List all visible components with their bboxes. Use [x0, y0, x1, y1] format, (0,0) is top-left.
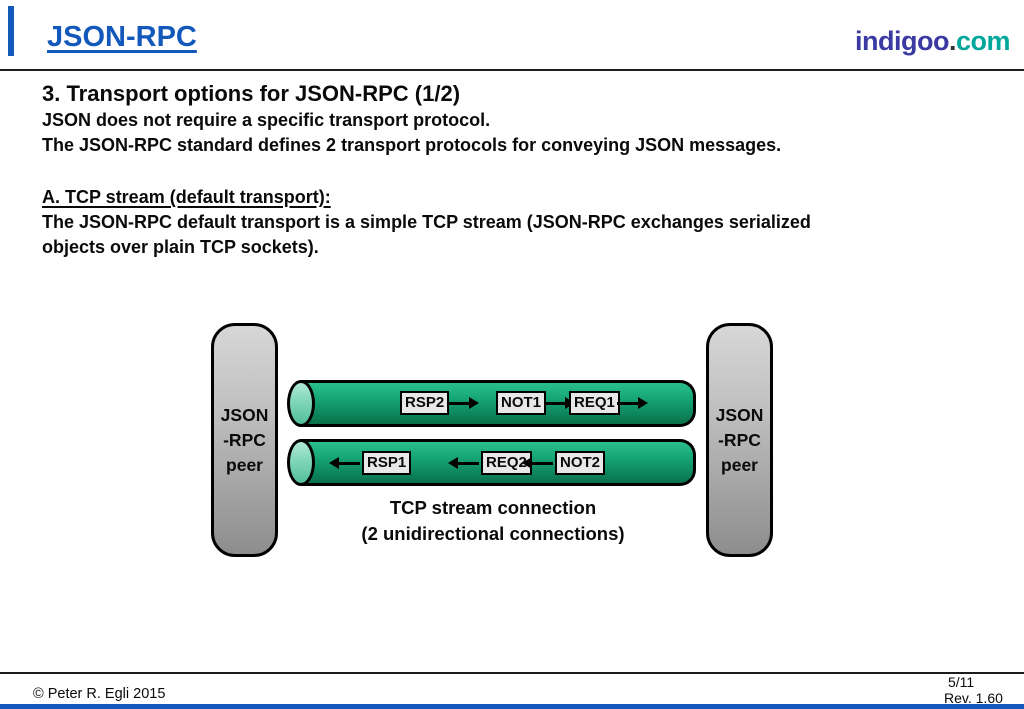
footer-copyright: © Peter R. Egli 2015 — [33, 686, 166, 702]
peer-box-right: JSON -RPC peer — [706, 323, 773, 557]
arrow-right-icon — [544, 397, 575, 409]
footer-divider — [0, 672, 1024, 674]
left-accent-bar — [8, 6, 14, 56]
arrow-left-icon — [522, 457, 553, 469]
arrow-left-icon — [448, 457, 479, 469]
footer-page-number: 5/11 — [948, 674, 975, 690]
message-box-req2: REQ2 — [481, 451, 532, 475]
message-box-not2: NOT2 — [555, 451, 606, 475]
subsection-heading: A. TCP stream (default transport): — [42, 187, 331, 207]
brand-logo-dot: . — [948, 26, 957, 56]
peer-right-label-line2: -RPC — [718, 429, 761, 450]
arrow-right-icon — [448, 397, 479, 409]
diagram-caption: TCP stream connection (2 unidirectional … — [290, 495, 696, 547]
peer-left-label-line2: -RPC — [223, 429, 266, 450]
message-box-not1: NOT1 — [496, 391, 547, 415]
brand-logo-com: com — [955, 26, 1011, 56]
peer-box-left: JSON -RPC peer — [211, 323, 278, 557]
tcp-pipe-top-endcap — [287, 380, 315, 427]
arrow-right-icon — [617, 397, 648, 409]
peer-right-label-line3: peer — [721, 454, 758, 475]
brand-logo-indigoo: indigoo — [854, 26, 949, 56]
intro-line-2: The JSON-RPC standard defines 2 transpor… — [42, 135, 782, 155]
message-box-rsp1: RSP1 — [362, 451, 412, 475]
diagram-caption-line1: TCP stream connection — [389, 497, 597, 518]
intro-line-1: JSON does not require a specific transpo… — [42, 110, 491, 130]
peer-left-label-line1: JSON — [220, 404, 269, 425]
section-title: 3. Transport options for JSON-RPC (1/2) — [42, 81, 461, 106]
arrow-left-icon — [329, 457, 360, 469]
peer-right-label-line1: JSON — [715, 404, 764, 425]
diagram-caption-line2: (2 unidirectional connections) — [361, 523, 625, 544]
footer-revision: Rev. 1.60 — [944, 690, 1003, 706]
slide-header-title: JSON-RPC — [47, 21, 197, 53]
subsection-line-2: objects over plain TCP sockets). — [42, 237, 319, 257]
bottom-accent-bar — [0, 704, 1024, 709]
tcp-pipe-bottom-endcap — [287, 439, 315, 486]
brand-logo: indigoo.com — [854, 26, 1011, 57]
header-divider — [0, 69, 1024, 71]
message-box-rsp2: RSP2 — [400, 391, 450, 415]
subsection-line-1: The JSON-RPC default transport is a simp… — [42, 212, 811, 232]
message-box-req1: REQ1 — [569, 391, 620, 415]
peer-left-label-line3: peer — [226, 454, 263, 475]
